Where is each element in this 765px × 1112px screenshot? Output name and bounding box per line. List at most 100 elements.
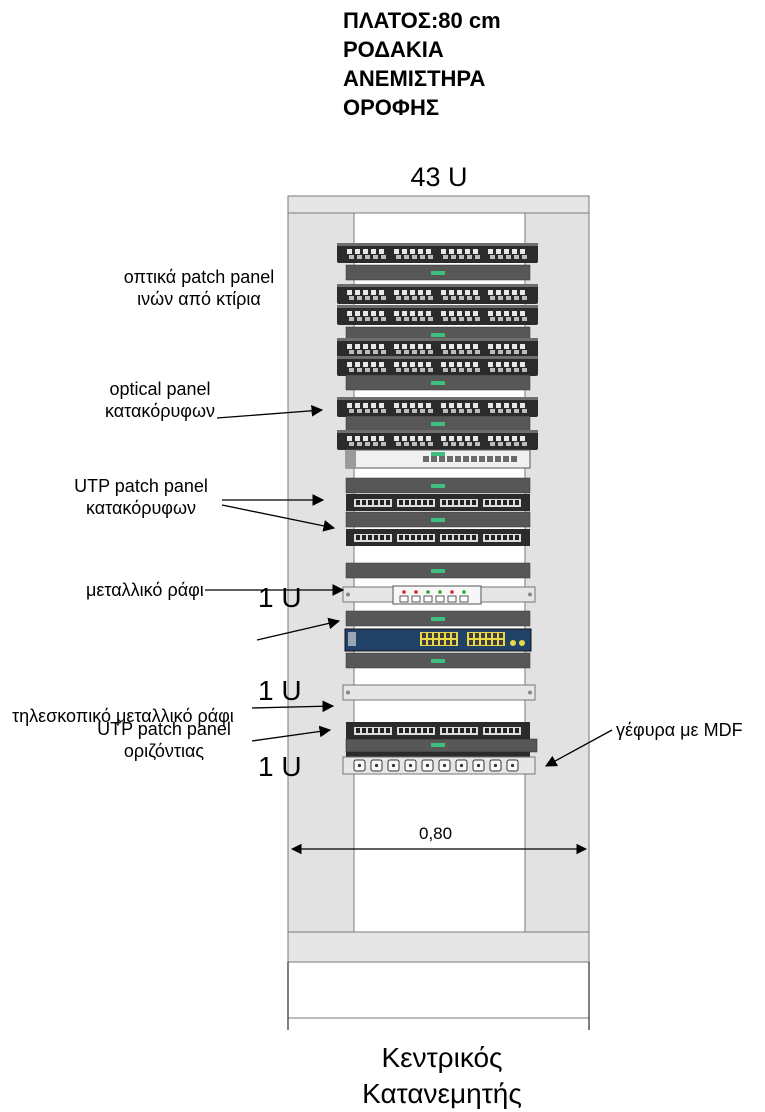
fiber-port <box>449 311 454 316</box>
fiber-port <box>365 255 370 259</box>
fiber-port <box>412 442 417 446</box>
fiber-port <box>465 344 470 349</box>
outlet-hole <box>493 763 498 768</box>
fiber-port <box>473 362 478 367</box>
fiber-port <box>512 344 517 349</box>
fiber-port <box>475 350 480 354</box>
fiber-port <box>512 311 517 316</box>
fiber-port <box>506 255 511 259</box>
fiber-port <box>365 350 370 354</box>
fiber-port <box>488 344 493 349</box>
fiber-port <box>420 317 425 321</box>
fiber-port <box>418 344 423 349</box>
brand-logo <box>431 452 445 456</box>
fiber-port <box>381 368 386 372</box>
fiber-port <box>418 403 423 408</box>
fiber-port <box>357 255 362 259</box>
fiber-port <box>347 249 352 254</box>
rj45-port <box>472 500 476 505</box>
fiber-port <box>379 403 384 408</box>
fiber-port <box>426 311 431 316</box>
rj45-port <box>386 535 390 540</box>
unit-label-3: 1 U <box>258 751 302 782</box>
fiber-port <box>457 311 462 316</box>
fiber-port <box>381 296 386 300</box>
fiber-port <box>355 436 360 441</box>
switch-port <box>481 640 485 645</box>
unit-label-2: 1 U <box>258 675 302 706</box>
optical-patch-panel <box>337 243 538 263</box>
fiber-port <box>441 344 446 349</box>
fiber-port <box>402 344 407 349</box>
fiber-port <box>514 368 519 372</box>
utp-patch-panel <box>346 494 530 511</box>
fiber-port <box>404 368 409 372</box>
fiber-port <box>420 368 425 372</box>
fiber-port <box>522 350 527 354</box>
rj45-port <box>380 728 384 733</box>
spec-fan: ΑΝΕΜΙΣΤΗΡΑ <box>343 66 486 91</box>
fiber-port <box>394 290 399 295</box>
fiber-port <box>473 249 478 254</box>
rj45-port <box>448 500 452 505</box>
fiber-port <box>467 255 472 259</box>
cable-manager <box>345 562 531 579</box>
fiber-port <box>355 403 360 408</box>
fiber-port <box>490 255 495 259</box>
fiber-port <box>441 249 446 254</box>
fiber-port <box>426 249 431 254</box>
fiber-port <box>520 436 525 441</box>
spec-roof: ΟΡΟΦΗΣ <box>343 95 440 120</box>
fiber-port <box>357 442 362 446</box>
switch-port <box>440 640 444 645</box>
fiber-port <box>365 409 370 413</box>
rj45-port <box>485 500 489 505</box>
switch-port <box>463 456 469 462</box>
label-optical-patch: οπτικά patch panel ινών από κτίρια <box>123 267 275 309</box>
fiber-port <box>396 442 401 446</box>
fiber-port <box>379 249 384 254</box>
rj45-port <box>509 535 513 540</box>
rj45-port <box>472 728 476 733</box>
fiber-port <box>420 409 425 413</box>
rj45-port <box>515 500 519 505</box>
fiber-port <box>404 317 409 321</box>
fiber-port <box>514 255 519 259</box>
fiber-port <box>467 442 472 446</box>
fiber-port <box>451 368 456 372</box>
label-arrow <box>221 504 336 532</box>
fiber-port <box>475 317 480 321</box>
fiber-port <box>396 317 401 321</box>
power-strip <box>342 756 536 775</box>
fiber-port <box>396 255 401 259</box>
rj45-port <box>368 728 372 733</box>
rj45-port <box>466 535 470 540</box>
fiber-port <box>522 409 527 413</box>
fiber-port <box>396 368 401 372</box>
fiber-port <box>512 290 517 295</box>
switch-port <box>481 633 485 638</box>
fiber-port <box>512 436 517 441</box>
rj45-port <box>368 500 372 505</box>
fiber-port <box>449 249 454 254</box>
optical-patch-panel <box>337 338 538 358</box>
fiber-port <box>467 350 472 354</box>
fiber-port <box>520 249 525 254</box>
rj45-port-group <box>440 534 478 542</box>
fiber-port <box>514 350 519 354</box>
fiber-port <box>488 249 493 254</box>
switch-port <box>422 633 426 638</box>
status-led <box>414 590 418 594</box>
fiber-port <box>443 368 448 372</box>
fiber-port <box>404 442 409 446</box>
rj45-port-group <box>397 534 435 542</box>
fiber-port <box>457 249 462 254</box>
fiber-port <box>520 311 525 316</box>
cable-manager <box>345 511 531 528</box>
fiber-port <box>357 368 362 372</box>
switch-port <box>422 640 426 645</box>
fiber-port <box>520 403 525 408</box>
outlet-hole <box>442 763 447 768</box>
fiber-port <box>410 436 415 441</box>
